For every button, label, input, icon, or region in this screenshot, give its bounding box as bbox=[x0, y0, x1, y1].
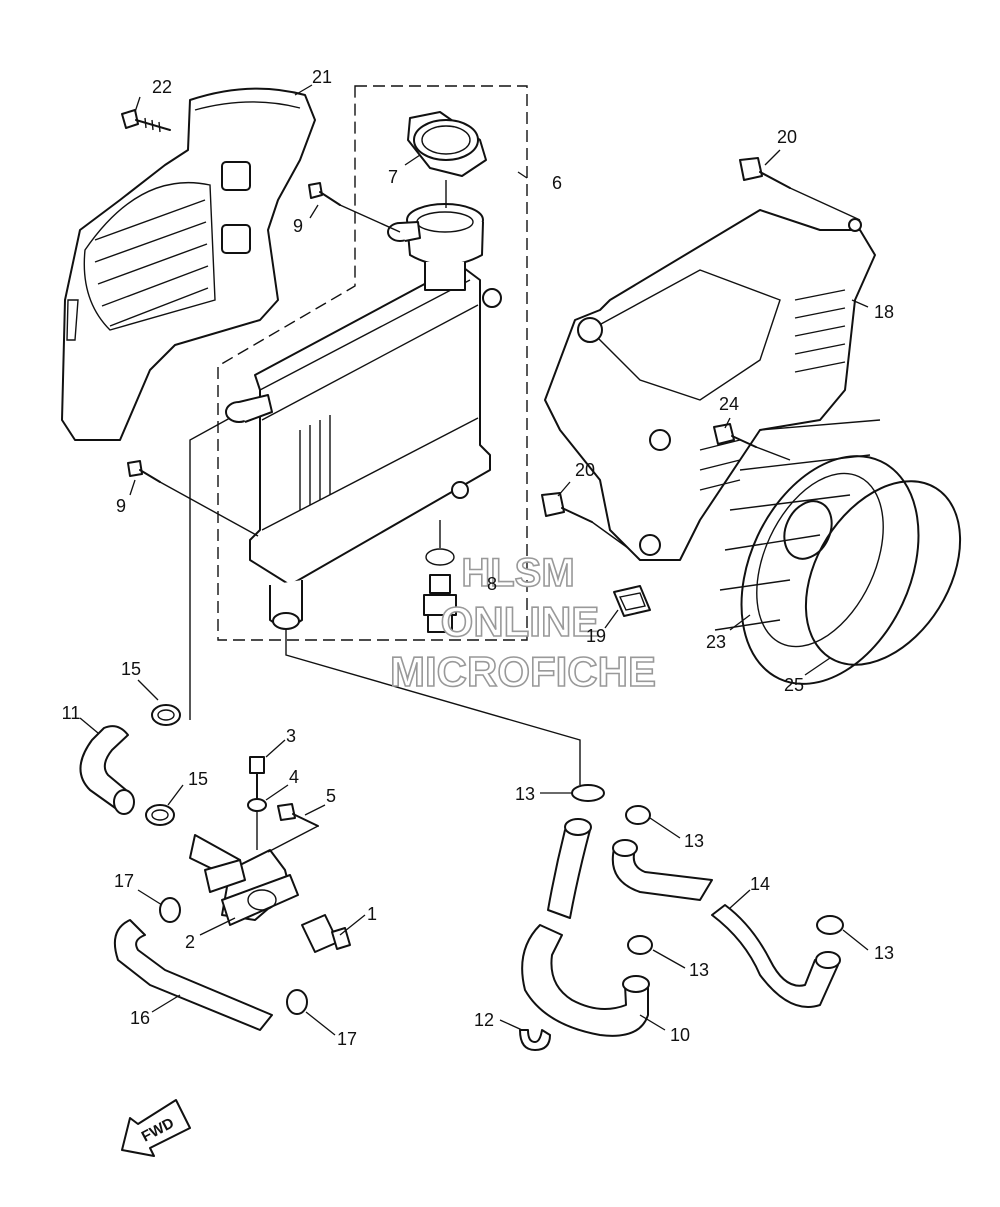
callout-3: 3 bbox=[286, 726, 296, 746]
hose-11-part bbox=[79, 725, 135, 815]
callout-9-upper: 9 bbox=[293, 216, 303, 236]
radiator-cover-part bbox=[61, 87, 316, 441]
callout-15-upper: 15 bbox=[121, 659, 141, 679]
leader-lines bbox=[79, 84, 869, 1036]
callout-21: 21 bbox=[312, 67, 332, 87]
callout-8: 8 bbox=[487, 574, 497, 594]
fan-part bbox=[714, 419, 920, 685]
drain-bolt-part bbox=[423, 548, 457, 633]
bolt-5-part bbox=[277, 803, 319, 827]
callout-25: 25 bbox=[784, 675, 804, 695]
callout-10: 10 bbox=[670, 1025, 690, 1045]
hose-10-part bbox=[521, 924, 650, 1037]
connection-line-bolt9-upper bbox=[339, 204, 401, 233]
hose-13-upper-part bbox=[547, 818, 592, 919]
fwd-arrow-icon: FWD bbox=[121, 1099, 191, 1157]
clamp-13-d-part bbox=[816, 915, 844, 935]
clip-17-lower-part bbox=[286, 989, 308, 1015]
callout-6: 6 bbox=[552, 173, 562, 193]
callout-15-lower: 15 bbox=[188, 769, 208, 789]
clamp-15-lower-part bbox=[145, 804, 175, 826]
callout-20-lower: 20 bbox=[575, 460, 595, 480]
callout-13-a: 13 bbox=[515, 784, 535, 804]
connection-line-outlet bbox=[285, 628, 581, 785]
connection-line-hose11 bbox=[189, 417, 231, 720]
callout-24: 24 bbox=[719, 394, 739, 414]
clamp-15-upper-part bbox=[151, 704, 181, 726]
damper-part bbox=[613, 585, 651, 617]
callout-5: 5 bbox=[326, 786, 336, 806]
clamp-13-c-part bbox=[627, 935, 653, 955]
callout-16: 16 bbox=[130, 1008, 150, 1028]
callout-20-upper: 20 bbox=[777, 127, 797, 147]
bolt-9-upper-part bbox=[308, 182, 341, 206]
clamp-13-a-part bbox=[571, 784, 605, 802]
clip-17-upper-part bbox=[159, 897, 181, 923]
connection-line-bolt5 bbox=[267, 825, 319, 853]
shroud-part bbox=[544, 209, 876, 561]
callout-19: 19 bbox=[586, 626, 606, 646]
callout-17-lower: 17 bbox=[337, 1029, 357, 1049]
callout-4: 4 bbox=[289, 767, 299, 787]
radiator-part bbox=[225, 203, 502, 630]
fan-o-ring-part bbox=[804, 480, 962, 666]
thermo-switch-part bbox=[301, 914, 351, 953]
radiator-assembly-box bbox=[217, 85, 528, 641]
hose-mid-part bbox=[611, 839, 713, 901]
callout-12: 12 bbox=[474, 1010, 494, 1030]
bolt-3-part bbox=[249, 756, 265, 801]
callout-1: 1 bbox=[367, 904, 377, 924]
bolt-9-lower-part bbox=[127, 460, 161, 483]
bolt-20-upper-part bbox=[739, 157, 791, 189]
radiator-cap-part bbox=[407, 111, 487, 177]
connection-line-bolt24 bbox=[755, 446, 791, 461]
callout-14: 14 bbox=[750, 874, 770, 894]
callout-22: 22 bbox=[152, 77, 172, 97]
washer-4-part bbox=[247, 798, 267, 812]
bolt-24-part bbox=[713, 423, 757, 448]
clip-12-part bbox=[519, 1029, 551, 1051]
callout-7: 7 bbox=[388, 167, 398, 187]
callout-13-b: 13 bbox=[684, 831, 704, 851]
callout-9-lower: 9 bbox=[116, 496, 126, 516]
bolt-22-part bbox=[121, 109, 171, 133]
callout-13-d: 13 bbox=[874, 943, 894, 963]
hose-16-part bbox=[114, 919, 273, 1031]
callout-2: 2 bbox=[185, 932, 195, 952]
connection-line-bolt20b bbox=[591, 521, 629, 549]
callout-17-upper: 17 bbox=[114, 871, 134, 891]
callout-18: 18 bbox=[874, 302, 894, 322]
watermark-line2: ONLINE bbox=[441, 598, 600, 645]
callout-23: 23 bbox=[706, 632, 726, 652]
clamp-13-b-part bbox=[625, 805, 651, 825]
connection-line-bolt20 bbox=[789, 187, 861, 221]
connection-line-bolt9-lower bbox=[159, 481, 259, 537]
hose-14-part bbox=[711, 904, 841, 1008]
watermark-line1: HLSM bbox=[461, 551, 574, 595]
thermostat-housing-part bbox=[189, 834, 299, 926]
callout-13-c: 13 bbox=[689, 960, 709, 980]
bolt-20-lower-part bbox=[541, 492, 593, 523]
watermark-line3: MICROFICHE bbox=[390, 648, 656, 695]
callout-11: 11 bbox=[62, 703, 81, 723]
